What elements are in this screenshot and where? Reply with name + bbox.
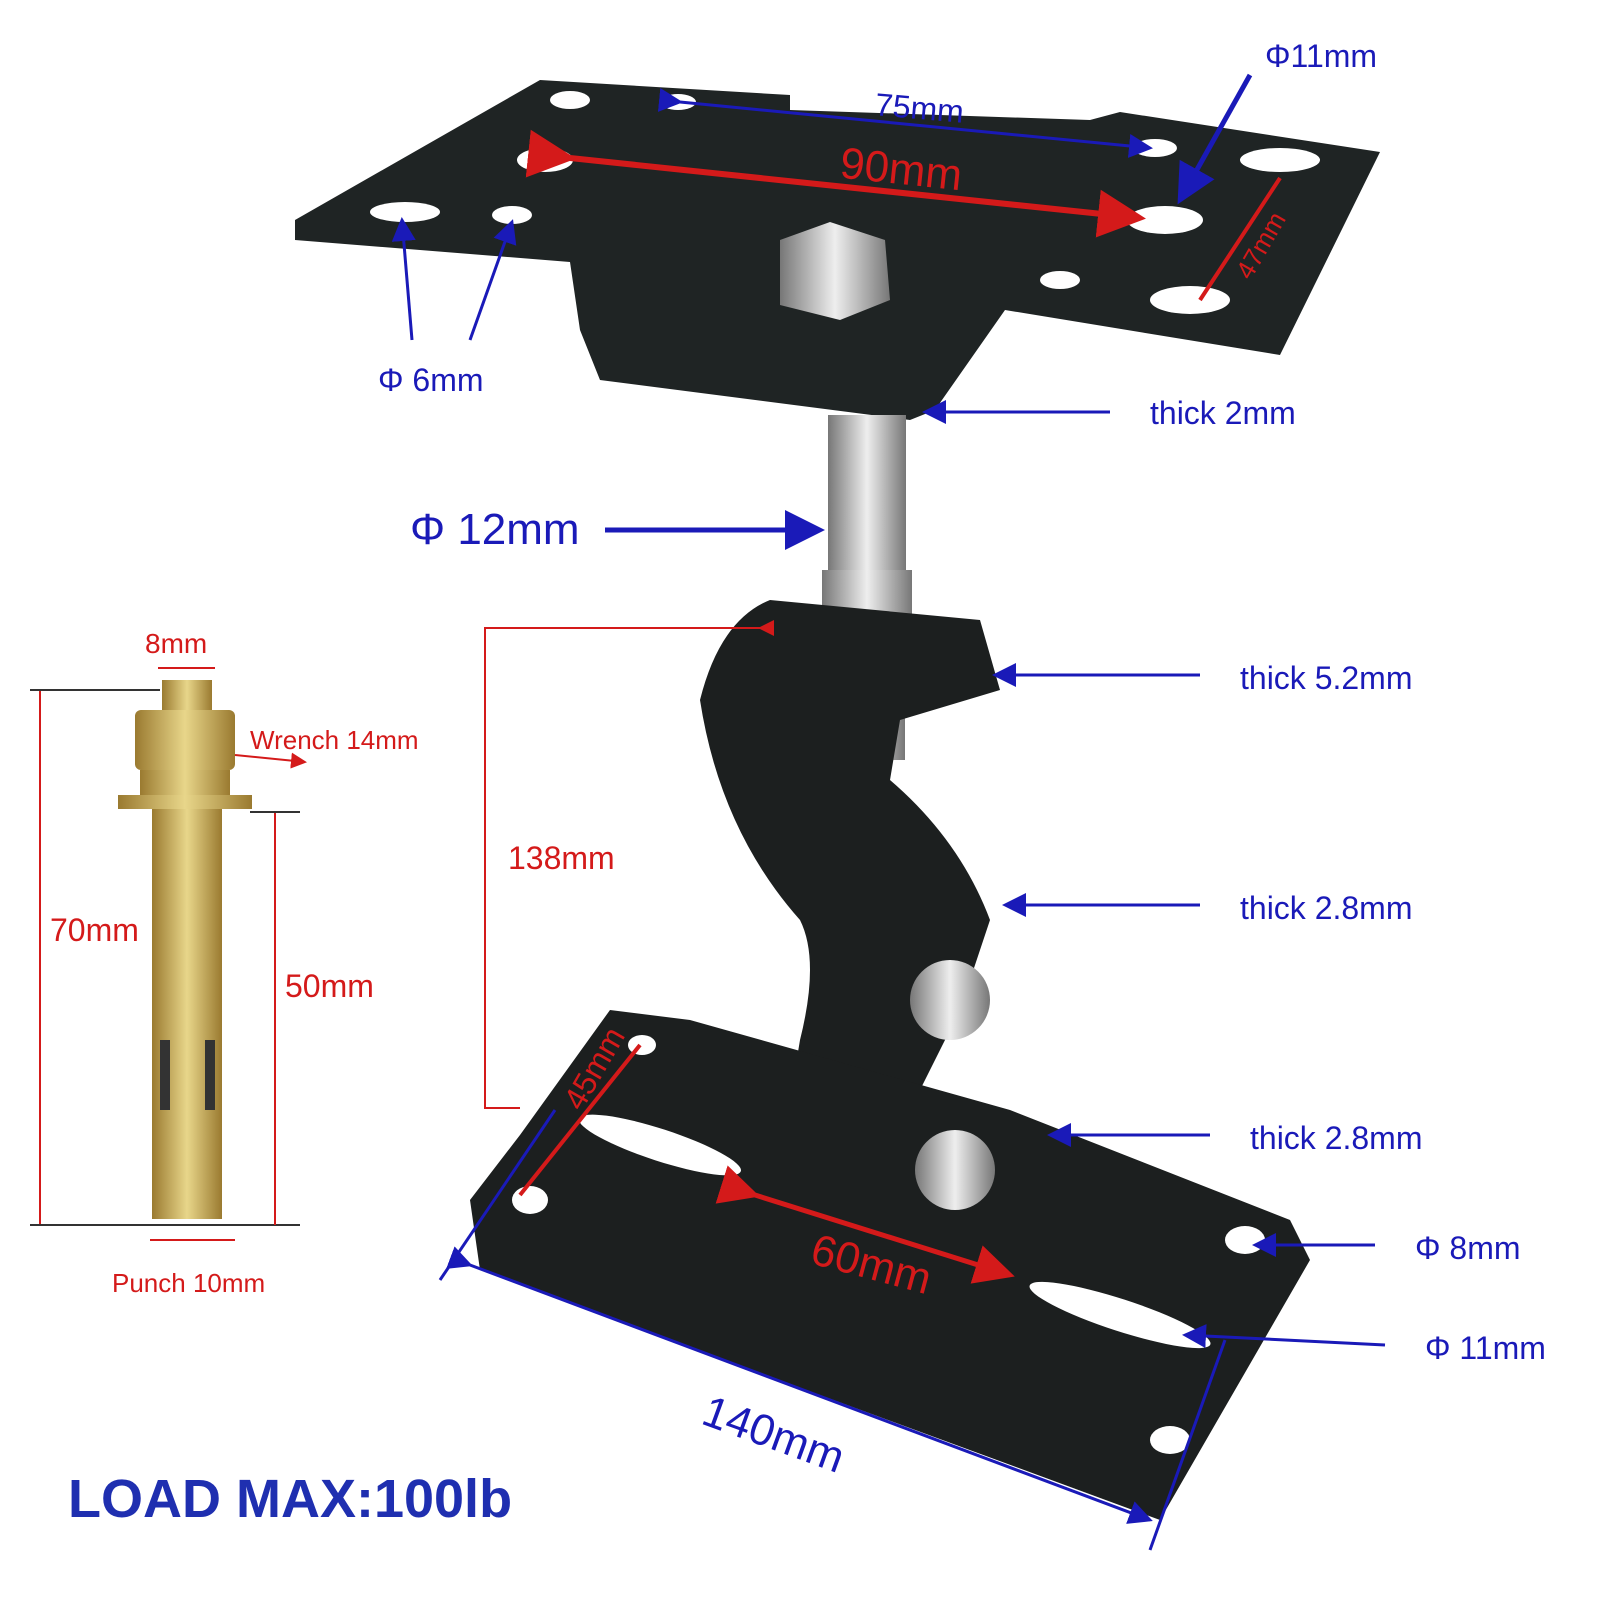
anchor-length-label: 70mm	[50, 912, 139, 948]
anchor-sleeve-label: 50mm	[285, 968, 374, 1004]
base-thickness-label: thick 2.8mm	[1250, 1120, 1423, 1156]
bolt-diameter-label: Φ 12mm	[410, 505, 580, 554]
anchor-diameter-label: 8mm	[145, 628, 208, 659]
anchor-wrench-label: Wrench 14mm	[250, 725, 419, 755]
base-hole-small-label: Φ 8mm	[1415, 1230, 1521, 1266]
red-dimension-lines	[30, 129, 1282, 1284]
top-hole-large-label: Φ11mm	[1265, 38, 1378, 74]
arm-height-label: 138mm	[508, 840, 615, 876]
z-arm	[700, 600, 1000, 1290]
blue-dimension-lines	[391, 73, 1386, 1551]
top-thickness-label: thick 2mm	[1150, 395, 1296, 431]
arm-joint-thickness-label: thick 2.8mm	[1240, 890, 1413, 926]
base-hole-large-label: Φ 11mm	[1425, 1330, 1546, 1366]
anchor-bolt	[118, 680, 252, 1219]
anchor-punch-label: Punch 10mm	[112, 1268, 266, 1298]
top-spacing-75-label: 75mm	[873, 86, 966, 130]
arm-upper-thickness-label: thick 5.2mm	[1240, 660, 1413, 696]
load-max-label: LOAD MAX:100lb	[68, 1469, 513, 1529]
top-hole-small-label: Φ 6mm	[378, 362, 484, 398]
